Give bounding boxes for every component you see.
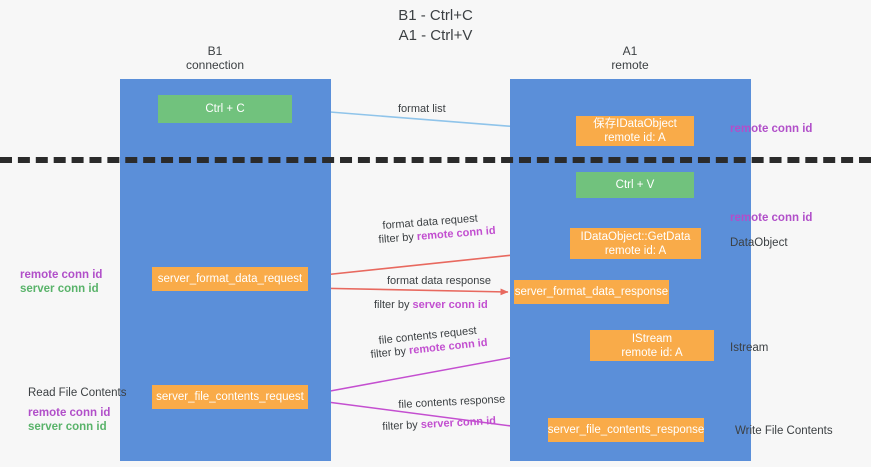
node-server-file-contents-request-label: server_file_contents_request xyxy=(156,391,304,403)
node-server-format-data-response[interactable]: server_format_data_response xyxy=(514,280,669,304)
node-server-file-contents-response[interactable]: server_file_contents_response xyxy=(548,418,704,442)
node-ctrl-v[interactable]: Ctrl + V xyxy=(576,172,694,198)
edge-label-format-list: format list xyxy=(398,103,446,115)
node-server-file-contents-request[interactable]: server_file_contents_request xyxy=(152,385,308,409)
edge-label-format-data-response-filter: filter by server conn id xyxy=(374,298,488,312)
arrow-format-data-response xyxy=(309,287,509,296)
annotation-remote-conn-id: remote conn id xyxy=(28,407,111,419)
annotation-text: remote conn id xyxy=(730,123,813,135)
node-server-format-data-request[interactable]: server_format_data_request xyxy=(152,267,308,291)
filter-prefix: filter by xyxy=(378,230,418,246)
node-istream-sub: remote id: A xyxy=(621,346,683,359)
section-divider xyxy=(0,157,871,163)
annotation-text: Write File Contents xyxy=(735,425,833,437)
annotation-server-conn-id: server conn id xyxy=(20,283,99,295)
annotation-remote-conn-id: remote conn id xyxy=(20,269,103,281)
annotation-text: remote conn id xyxy=(730,212,813,224)
lane-header-b1: B1 connection xyxy=(185,44,245,72)
node-ctrl-v-label: Ctrl + V xyxy=(615,179,655,191)
node-server-format-data-response-label: server_format_data_response xyxy=(514,286,669,298)
annotation-dataobject: DataObject xyxy=(730,236,788,250)
annotation-read-file-contents: Read File Contents xyxy=(28,387,127,399)
edge-label-format-data-response: format data response xyxy=(387,275,491,287)
node-idataobject-getdata-label: IDataObject::GetData xyxy=(580,230,691,243)
lane-header-a1: A1 remote xyxy=(611,44,649,72)
annotation-left-middle: remote conn id server conn id xyxy=(20,268,102,296)
annotation-server-conn-id: server conn id xyxy=(28,421,107,433)
filter-key: server conn id xyxy=(412,299,488,311)
node-save-idataobject-sub: remote id: A xyxy=(604,132,666,144)
node-idataobject-getdata-sub: remote id: A xyxy=(604,244,667,257)
node-istream-label: IStream xyxy=(631,332,673,345)
node-idataobject-getdata[interactable]: IDataObject::GetData remote id: A xyxy=(570,228,701,259)
arrow-file-contents-response xyxy=(311,399,543,433)
node-ctrl-c-label: Ctrl + C xyxy=(205,103,245,115)
annotation-text: DataObject xyxy=(730,237,788,249)
filter-prefix: filter by xyxy=(370,344,410,361)
node-save-idataobject-label: 保存IDataObject xyxy=(593,118,677,130)
filter-prefix: filter by xyxy=(382,418,422,433)
annotation-write-file-contents: Write File Contents xyxy=(735,424,833,438)
node-save-idataobject[interactable]: 保存IDataObject remote id: A xyxy=(576,116,694,146)
node-server-file-contents-response-label: server_file_contents_response xyxy=(547,424,705,436)
annotation-text: Istream xyxy=(730,342,769,354)
page-title: B1 - Ctrl+C A1 - Ctrl+V xyxy=(398,7,473,44)
node-server-format-data-request-label: server_format_data_request xyxy=(157,273,303,285)
filter-key: server conn id xyxy=(420,415,497,431)
filter-prefix: filter by xyxy=(374,299,413,311)
annotation-remote-conn-id-top: remote conn id xyxy=(730,122,812,136)
node-ctrl-c[interactable]: Ctrl + C xyxy=(158,95,292,123)
annotation-remote-conn-id-mid: remote conn id xyxy=(730,211,812,225)
annotation-left-bottom: Read File Contents remote conn id server… xyxy=(28,386,126,434)
node-istream[interactable]: IStream remote id: A xyxy=(590,330,714,361)
annotation-istream: Istream xyxy=(730,341,768,355)
